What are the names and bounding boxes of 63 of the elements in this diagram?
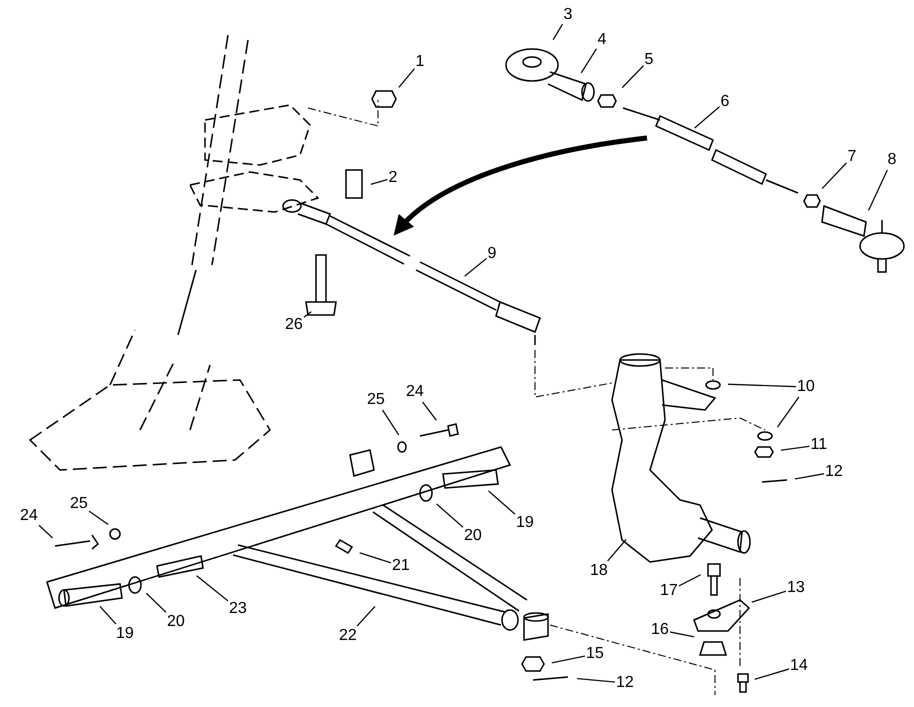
leader-line <box>370 179 388 185</box>
callout-number: 24 <box>406 383 424 401</box>
callout-number: 8 <box>888 151 896 169</box>
callout-number: 22 <box>339 627 357 645</box>
leader-line <box>552 655 586 664</box>
leader-line <box>382 410 400 436</box>
callout-number: 1 <box>416 53 424 71</box>
leader-line <box>304 311 312 318</box>
callout-number: 14 <box>790 657 808 675</box>
leader-line <box>868 170 888 211</box>
callout-number: 19 <box>516 514 534 532</box>
callout-number: 3 <box>564 6 572 24</box>
callout-number: 5 <box>644 51 654 69</box>
leader-line <box>436 504 464 528</box>
callout-number: 25 <box>367 391 385 409</box>
leader-line <box>752 590 786 603</box>
callout-number: 9 <box>488 245 496 263</box>
leader-line <box>776 396 800 428</box>
leader-line <box>822 162 847 190</box>
callout-number: 16 <box>651 621 669 639</box>
callout-number: 2 <box>388 169 398 187</box>
leader-line <box>670 631 694 638</box>
callout-number: 17 <box>660 582 678 600</box>
callout-number: 26 <box>285 316 303 334</box>
leader-line <box>754 668 790 680</box>
callout-number: 18 <box>590 562 608 580</box>
leader-line <box>196 575 228 602</box>
callout-number: 19 <box>116 625 134 643</box>
leader-line <box>38 524 54 538</box>
callout-number: 24 <box>20 507 38 525</box>
leader-line <box>728 384 796 388</box>
callout-number: 13 <box>787 579 805 597</box>
callout-number: 20 <box>167 613 185 631</box>
leader-line <box>678 574 701 586</box>
leader-line <box>607 539 627 562</box>
leader-line <box>146 592 166 613</box>
leader-line <box>794 473 824 480</box>
callout-number: 6 <box>720 93 730 111</box>
leader-line <box>360 552 392 564</box>
callout-number: 23 <box>229 600 247 618</box>
callout-number: 15 <box>586 645 604 663</box>
leader-line <box>422 402 437 421</box>
leader-line <box>780 446 810 451</box>
leader-line <box>398 68 415 88</box>
callout-number: 21 <box>392 557 410 575</box>
leader-line <box>356 606 376 626</box>
leader-line <box>576 678 616 683</box>
callout-number: 10 <box>797 378 815 396</box>
leader-line <box>622 65 644 88</box>
callout-number: 12 <box>616 674 634 692</box>
callout-number: 7 <box>848 148 856 166</box>
leader-line <box>464 258 487 277</box>
leader-line <box>580 48 597 74</box>
leader-line <box>100 606 116 624</box>
leader-line <box>88 510 108 526</box>
leader-line <box>552 24 564 40</box>
leader-line <box>694 106 720 129</box>
callout-number: 20 <box>464 527 482 545</box>
callout-number: 4 <box>598 31 606 49</box>
callout-number: 11 <box>810 436 828 454</box>
callout-number: 25 <box>70 495 88 513</box>
callout-number: 12 <box>825 463 843 481</box>
leader-line <box>488 490 516 515</box>
